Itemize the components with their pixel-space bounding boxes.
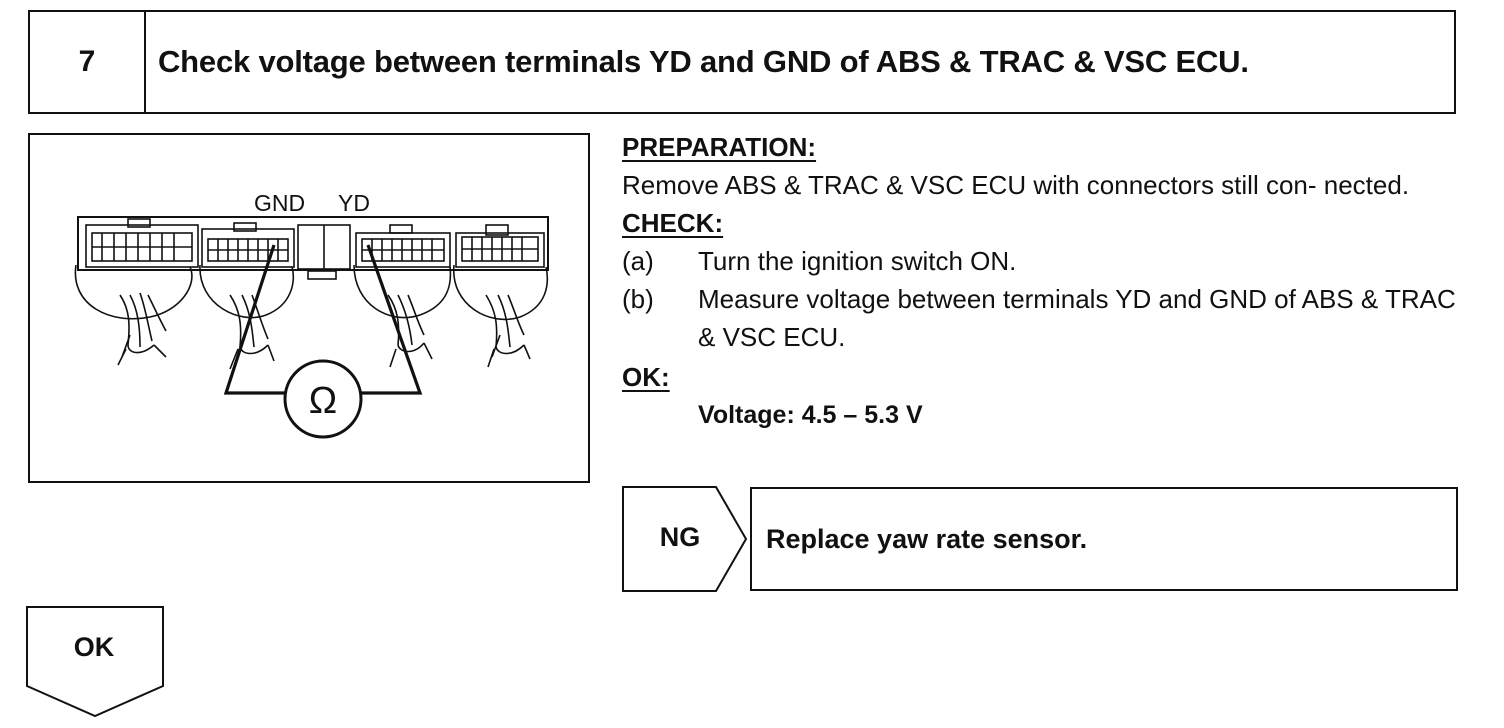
check-item-text: Turn the ignition switch ON. (698, 246, 1017, 276)
preparation-heading: PREPARATION: (622, 132, 817, 162)
ecu-connector-illustration: Ω GND YD (74, 190, 549, 439)
check-item: (b) Measure voltage between terminals YD… (622, 280, 1462, 356)
ng-action-text: Replace yaw rate sensor. (766, 523, 1088, 554)
step-number: 7 (30, 12, 146, 112)
ng-arrow-icon (622, 486, 748, 592)
check-item-label: (b) (622, 284, 654, 314)
ohmmeter-icon: Ω (283, 359, 363, 439)
instructions: PREPARATION: Remove ABS & TRAC & VSC ECU… (622, 128, 1462, 434)
ok-arrow-icon (26, 606, 164, 718)
ok-heading: OK: (622, 362, 670, 392)
preparation-text: Remove ABS & TRAC & VSC ECU with connect… (622, 170, 1410, 200)
ok-label: OK (73, 632, 115, 662)
connector-diagram: Ω GND YD (28, 133, 590, 483)
check-item: (a) Turn the ignition switch ON. (622, 242, 1462, 280)
ng-label: NG (659, 522, 701, 552)
yd-terminal-label: YD (338, 190, 370, 216)
step-header: 7 Check voltage between terminals YD and… (28, 10, 1456, 114)
ng-action-box: Replace yaw rate sensor. (750, 487, 1458, 591)
ok-voltage-spec: Voltage: 4.5 – 5.3 V (698, 401, 923, 429)
ohmmeter-symbol: Ω (309, 380, 337, 422)
check-item-label: (a) (622, 246, 654, 276)
step-title: Check voltage between terminals YD and G… (158, 44, 1249, 79)
check-item-text: Measure voltage between terminals YD and… (698, 284, 1456, 352)
gnd-terminal-label: GND (254, 190, 305, 216)
check-heading: CHECK: (622, 208, 724, 238)
